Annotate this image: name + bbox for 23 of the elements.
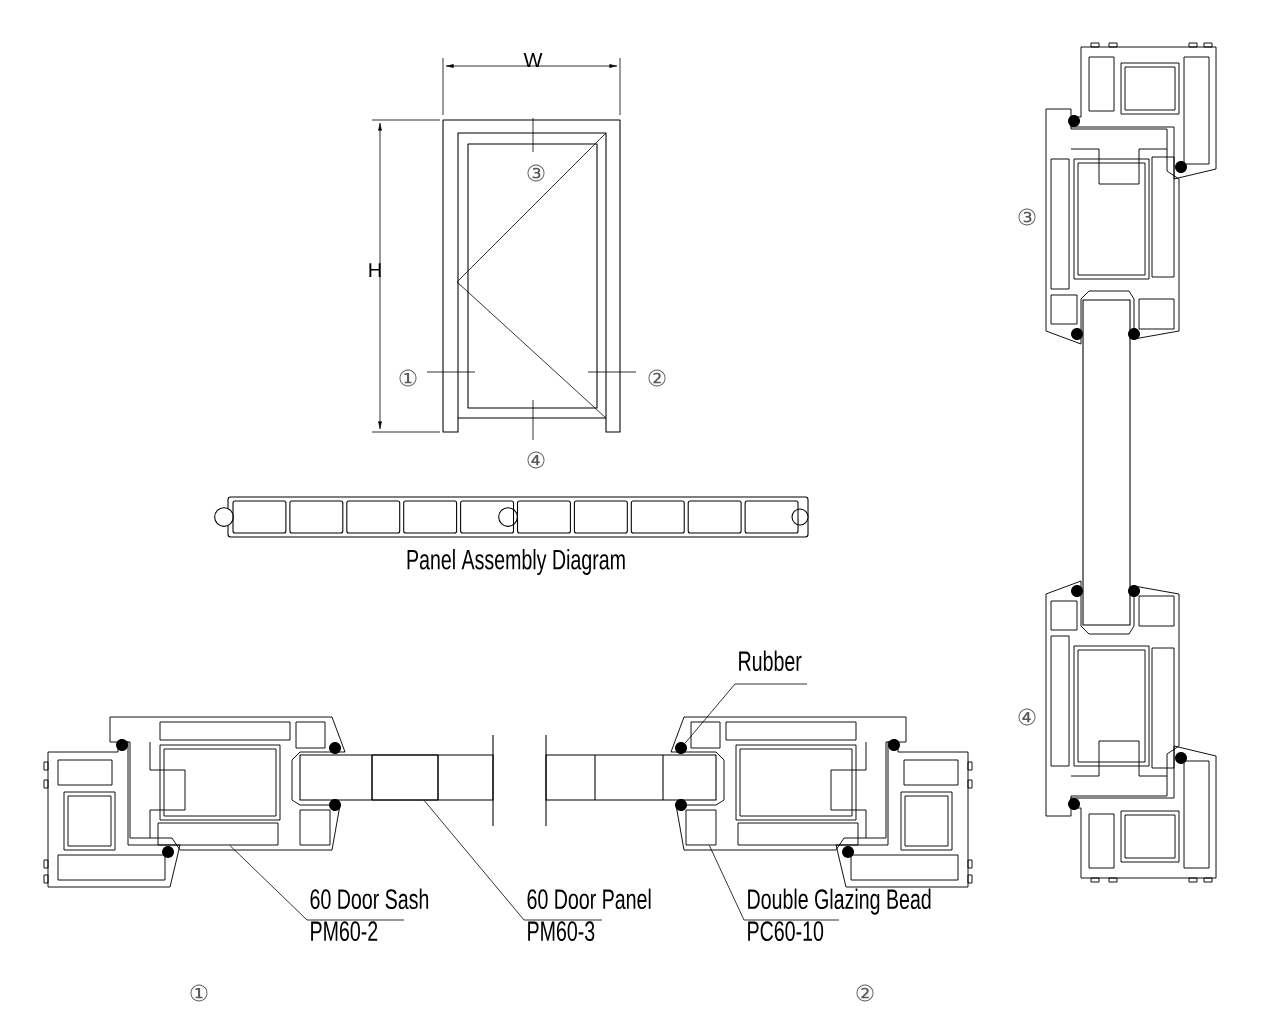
callout-number: ① [190, 984, 208, 1002]
callout-number: ④ [1018, 708, 1036, 726]
panel-cell [371, 754, 439, 801]
dimension-label: W [523, 53, 543, 67]
callout-number: ④ [527, 451, 545, 469]
glazing-bead-chamber [685, 809, 717, 846]
callout-number: ② [648, 369, 666, 387]
leader-line [229, 845, 405, 921]
profile-chamber [157, 822, 279, 846]
callout-number: ① [399, 369, 417, 387]
caption-text: Panel Assembly Diagram [407, 548, 625, 576]
part-label: Double Glazing Bead PC60-10 [748, 888, 931, 942]
callout-number: ③ [1018, 208, 1036, 226]
part-label: 60 Door Sash PM60-2 [310, 888, 429, 942]
rubber-gasket [675, 742, 687, 754]
part-label: 60 Door Panel PM60-3 [527, 888, 651, 942]
dimension-label: H [369, 263, 381, 277]
leader-line [684, 683, 808, 744]
leader-line [423, 800, 603, 921]
callout-number: ③ [527, 164, 545, 182]
callout-number: ② [856, 984, 874, 1002]
part-label: Rubber [739, 650, 802, 672]
leader-line [708, 845, 840, 921]
